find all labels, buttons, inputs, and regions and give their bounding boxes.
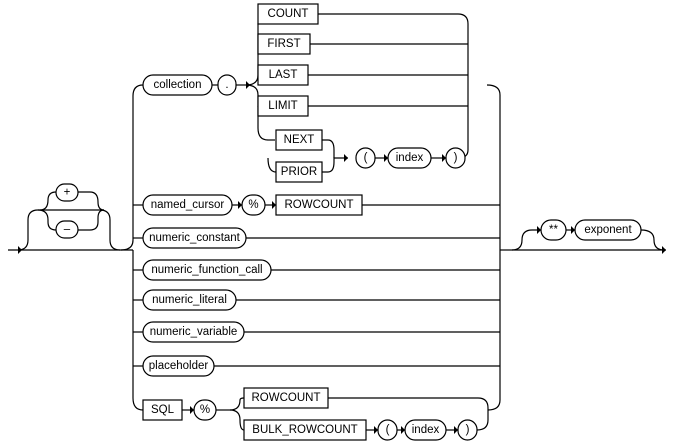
limit-node: LIMIT: [257, 95, 309, 117]
lparen-node: (: [355, 147, 376, 169]
sql-node: SQL: [142, 399, 183, 421]
sql-index-node: index: [404, 419, 447, 441]
collection-label: collection: [154, 79, 202, 91]
exponent-node: exponent: [574, 219, 642, 241]
dot-node: .: [217, 74, 237, 96]
lparen-label: (: [364, 152, 368, 164]
named-cursor-node: named_cursor: [142, 194, 233, 216]
sql-rparen-label: ): [466, 424, 470, 436]
sql-index-label: index: [412, 424, 440, 436]
arrow-head: [246, 81, 250, 89]
arrow-head: [442, 154, 446, 162]
prior-node: PRIOR: [275, 161, 323, 183]
arrowheads: [18, 81, 666, 434]
plus-node: +: [55, 183, 79, 202]
sql-percent-label: %: [200, 404, 210, 416]
sql-rparen-node: ): [457, 419, 478, 441]
first-node: FIRST: [257, 33, 311, 55]
index-node: index: [387, 147, 432, 169]
numeric-function-call-label: numeric_function_call: [151, 264, 262, 276]
arrow-head: [537, 226, 541, 234]
first-label: FIRST: [267, 38, 300, 50]
sql-rowcount-label: ROWCOUNT: [252, 392, 321, 404]
index-label: index: [396, 152, 424, 164]
last-node: LAST: [257, 64, 309, 86]
arrow-head: [344, 154, 348, 162]
collection-node: collection: [142, 74, 213, 96]
limit-label: LIMIT: [268, 100, 297, 112]
rparen-node: ): [445, 147, 466, 169]
sql-label: SQL: [151, 404, 175, 416]
railroad-lines: [8, 13, 666, 431]
arrow-head: [401, 426, 405, 434]
bulk-rowcount-label: BULK_ROWCOUNT: [252, 424, 357, 436]
rowcount-label: ROWCOUNT: [285, 199, 354, 211]
arrow-head: [374, 426, 378, 434]
exponent-label: exponent: [584, 224, 632, 236]
percent-label: %: [248, 199, 258, 211]
arrow-head: [190, 406, 194, 414]
plus-label: +: [64, 187, 71, 199]
sql-lparen-label: (: [386, 424, 390, 436]
arrow-head: [454, 426, 458, 434]
numeric-literal-node: numeric_literal: [142, 289, 237, 311]
next-label: NEXT: [284, 134, 315, 146]
minus-label: –: [64, 224, 71, 236]
count-node: COUNT: [257, 3, 319, 25]
minus-node: –: [55, 220, 79, 239]
sql-lparen-node: (: [377, 419, 398, 441]
arrow-head: [272, 201, 276, 209]
arrow-head: [18, 246, 22, 254]
next-node: NEXT: [275, 129, 323, 151]
arrow-head: [238, 201, 242, 209]
arrow-head: [662, 246, 666, 254]
last-label: LAST: [269, 69, 298, 81]
bulk-rowcount-node: BULK_ROWCOUNT: [243, 419, 367, 441]
numeric-literal-label: numeric_literal: [152, 294, 227, 306]
power-node: **: [540, 219, 567, 241]
power-label: **: [549, 224, 558, 236]
placeholder-label: placeholder: [149, 360, 209, 372]
dot-label: .: [225, 79, 228, 91]
numeric-function-call-node: numeric_function_call: [142, 259, 272, 281]
placeholder-node: placeholder: [142, 355, 215, 377]
arrow-head: [384, 154, 388, 162]
sql-percent-node: %: [193, 399, 217, 421]
named-cursor-label: named_cursor: [151, 199, 225, 211]
numeric-variable-node: numeric_variable: [142, 321, 245, 343]
percent-node: %: [241, 194, 266, 216]
numeric-variable-label: numeric_variable: [150, 326, 238, 338]
rowcount-node: ROWCOUNT: [275, 194, 363, 216]
numeric-constant-node: numeric_constant: [142, 227, 247, 249]
rparen-label: ): [454, 152, 458, 164]
count-label: COUNT: [268, 8, 309, 20]
sql-rowcount-node: ROWCOUNT: [243, 387, 329, 409]
prior-label: PRIOR: [281, 166, 317, 178]
numeric-constant-label: numeric_constant: [149, 232, 241, 244]
arrow-head: [571, 226, 575, 234]
